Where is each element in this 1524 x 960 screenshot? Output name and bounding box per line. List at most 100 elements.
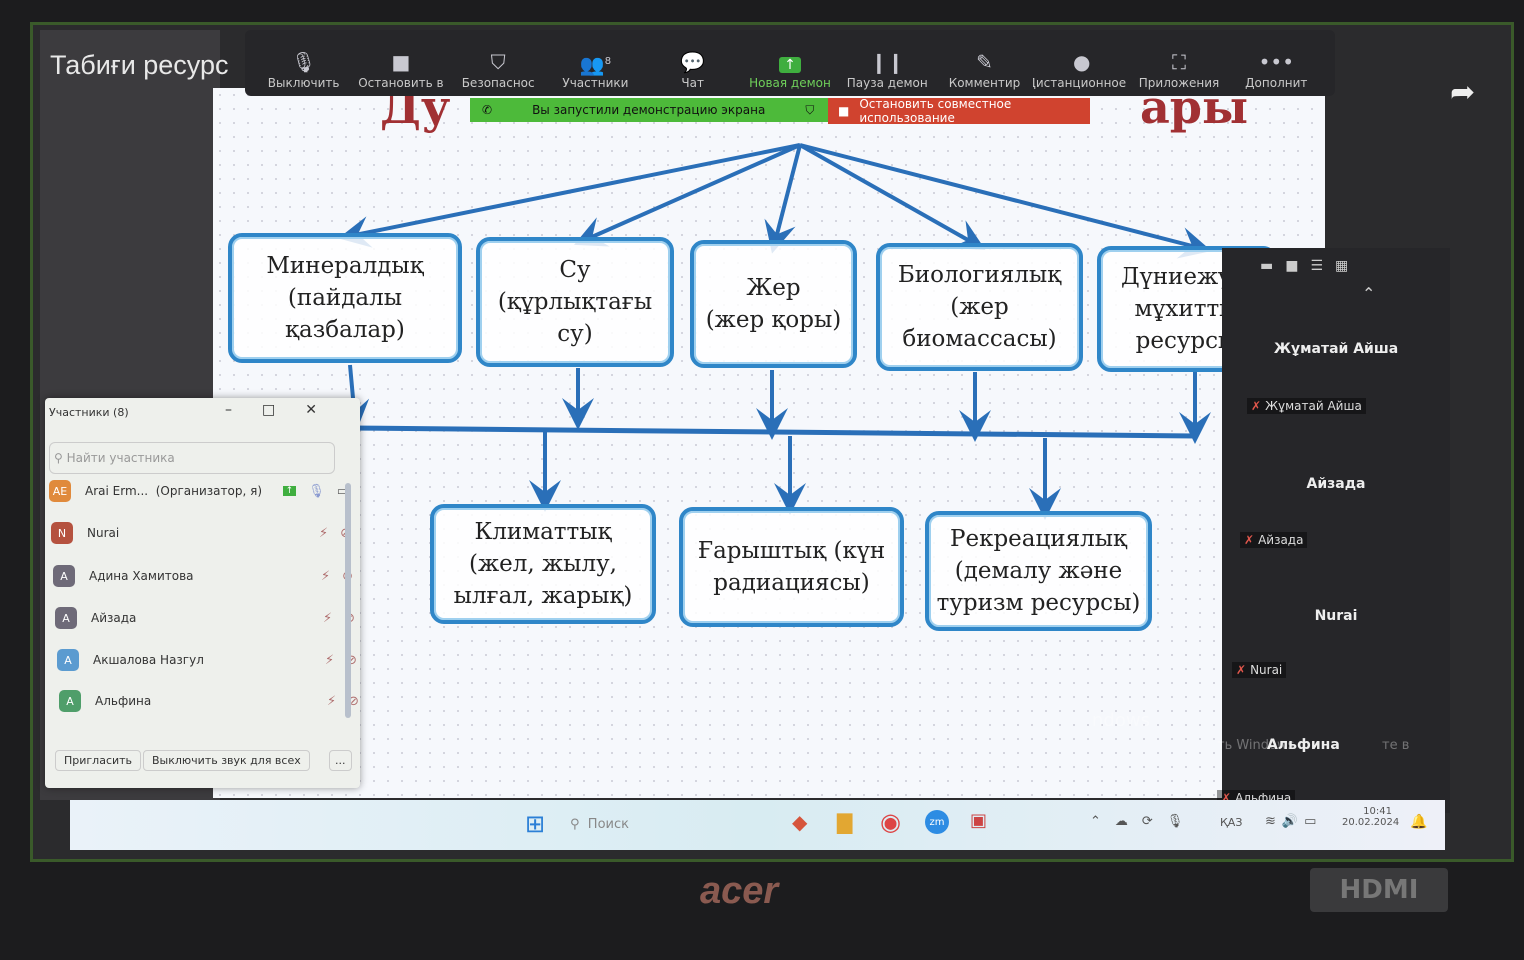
participants-label: Участники (562, 76, 629, 90)
box-mineral: Минералдық (пайдалы қазбалар) (228, 233, 462, 363)
tile-name: Nurai (1314, 608, 1358, 624)
avatar: A (57, 649, 79, 671)
language-indicator[interactable]: ҚАЗ (1220, 816, 1243, 829)
microphone-icon: 🎙 (290, 50, 317, 74)
activation-watermark: ndows (1092, 710, 1150, 731)
chevron-up-icon[interactable]: ⌃ (1362, 284, 1376, 303)
video-label: Остановить в (358, 76, 444, 90)
sharing-banner: ✆ Вы запустили демонстрацию экрана ⛉ (470, 98, 828, 122)
pause-icon: ❙❙ (870, 50, 904, 74)
shield-check-icon: ⛉ (805, 102, 815, 117)
pause-share-button[interactable]: ❙❙Пауза демон (839, 48, 936, 90)
copilot-icon[interactable]: ◆ (792, 810, 808, 834)
remote-control-button[interactable]: ● Дистанционное у (1033, 48, 1130, 90)
tile-name: Айзада (1306, 476, 1366, 492)
clock-date: 20.02.2024 (1342, 817, 1400, 828)
search-placeholder: Найти участника (66, 451, 175, 465)
share-glyph: ↑ (779, 57, 801, 73)
powerpoint-icon[interactable]: ▣ (970, 810, 988, 831)
window-controls[interactable]: –□✕ (225, 402, 347, 418)
share-arrow-icon: ➦ (1450, 75, 1476, 110)
more-options-button[interactable]: ... (329, 750, 352, 771)
box-recreation: Рекреациялық (демалу және туризм ресурсы… (925, 511, 1152, 631)
tile-tag-text: Жұматай Айша (1265, 399, 1362, 413)
stop-share-label: Остановить совместное использование (859, 97, 1012, 125)
muted-icon: ⚡ (318, 525, 329, 541)
tray-icons[interactable]: ⌃☁⟳🎙 (1090, 814, 1198, 829)
annotate-label: Комментир (948, 76, 1021, 90)
mouse-icon: ● (1073, 50, 1091, 74)
video-gallery-panel: ▬■☰▦ ⌃ Жұматай Айша ✗Жұматай Айша Айзада… (1092, 248, 1450, 813)
more-label: Дополнит (1245, 76, 1308, 90)
apps-button[interactable]: ⛶Приложения (1130, 48, 1227, 90)
mute-button[interactable]: 🎙Выключить (255, 48, 352, 90)
share-screen-icon: ↑ (779, 48, 801, 76)
remote-label: Дистанционное у (1033, 76, 1130, 90)
search-participant-input[interactable]: ⚲ Найти участника (49, 442, 335, 474)
muted-icon: ✗ (1251, 399, 1262, 413)
network-volume-battery-icons[interactable]: ≋🔊▭ (1265, 814, 1323, 829)
tile-tag: ✗Nurai (1232, 662, 1287, 678)
taskbar-search-label: Поиск (587, 816, 629, 832)
view-mode-icons[interactable]: ▬■☰▦ (1260, 258, 1361, 274)
tile-name: Жұматай Айша (1273, 341, 1399, 357)
taskbar-search[interactable]: ⚲ Поиск (570, 809, 730, 839)
participant-name: Адина Хамитова (89, 569, 194, 583)
chat-button[interactable]: 💬Чат (644, 48, 741, 90)
chrome-icon[interactable]: ◉ (880, 808, 901, 836)
avatar: A (55, 607, 77, 629)
avatar: N (51, 522, 73, 544)
participants-count: 8 (604, 56, 612, 67)
sharing-banner-text: Вы запустили демонстрацию экрана (532, 103, 766, 117)
participants-glyph: 👥 (579, 52, 605, 77)
file-explorer-icon[interactable]: ▇ (837, 810, 853, 834)
pen-icon: ✎ (976, 50, 993, 74)
muted-icon: ⚡ (322, 610, 333, 626)
annotate-button[interactable]: ✎ Комментир (936, 48, 1033, 90)
hdmi-sticker: HDMI (1310, 868, 1448, 912)
new-share-button[interactable]: ↑ Новая демон (741, 48, 838, 90)
avatar: AE (49, 480, 71, 502)
box-land: Жер (жер қоры) (690, 240, 857, 368)
video-icon: ■ (391, 50, 411, 74)
scrollbar[interactable] (345, 483, 351, 718)
stop-icon: ■ (838, 104, 850, 118)
box-climate: Климаттық (жел, жылу, ылғал, жарық) (430, 504, 656, 624)
phone-icon: ✆ (482, 103, 493, 117)
stop-video-button[interactable]: ■ Остановить в (352, 48, 449, 90)
participant-name: Альфина (95, 694, 152, 708)
activation-watermark: ть Windows (1217, 738, 1295, 753)
mute-all-button[interactable]: Выключить звук для всех (143, 750, 310, 771)
muted-icon: ✗ (1221, 791, 1232, 805)
box-biological: Биологиялық (жер биомассасы) (876, 243, 1083, 371)
meeting-title: Табиғи ресурс (50, 50, 229, 80)
participant-name: Arai Erm... (85, 484, 149, 498)
presentation-slide (213, 88, 1325, 798)
new-share-label: Новая демон (749, 76, 831, 90)
avatar: A (53, 565, 75, 587)
apps-icon: ⛶ (1172, 50, 1187, 74)
security-label: Безопаснос (461, 76, 535, 90)
stop-share-button[interactable]: ■ Остановить совместное использование (828, 97, 1090, 125)
muted-icon: ⚡ (326, 693, 337, 709)
zoom-app-icon[interactable]: zm (925, 810, 949, 834)
muted-icon: ⚡ (324, 652, 335, 668)
notification-bell-icon[interactable]: 🔔 (1410, 814, 1428, 830)
laptop-brand-logo: acer (700, 870, 779, 912)
microphone-icon: 🎙 (308, 483, 325, 499)
security-button[interactable]: ⛉Безопаснос (450, 48, 547, 90)
invite-button[interactable]: Пригласить (55, 750, 142, 771)
chat-label: Чат (681, 76, 704, 90)
more-button[interactable]: ••• Дополнит (1228, 48, 1325, 90)
more-icon: ••• (1258, 50, 1294, 74)
windows-start-icon[interactable]: ⊞ (525, 810, 546, 838)
